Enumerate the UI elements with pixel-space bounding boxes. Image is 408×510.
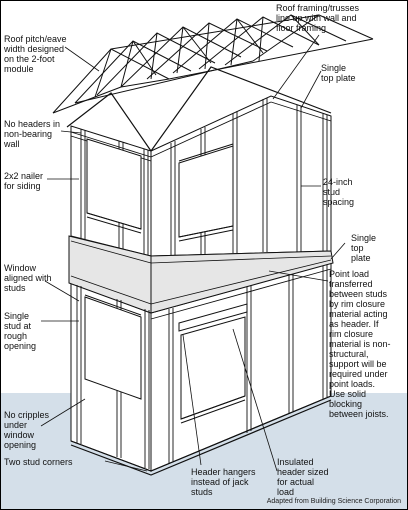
label-two-stud-corners: Two stud corners xyxy=(4,457,73,467)
credit-line: Adapted from Building Science Corporatio… xyxy=(266,498,401,505)
label-point-load: Point load transferred between studs by … xyxy=(329,269,391,419)
label-nailer: 2x2 nailer for siding xyxy=(4,171,44,191)
label-single-top-plate-lower: Single top plate xyxy=(351,233,377,263)
label-roof-framing: Roof framing/trusses line up with wall a… xyxy=(276,3,360,33)
label-stud-spacing: 24-inch stud spacing xyxy=(323,177,355,207)
upper-side-wall xyxy=(150,95,332,257)
label-window-aligned: Window aligned with studs xyxy=(4,263,52,293)
upper-side-studs xyxy=(150,98,332,255)
insulated-header xyxy=(178,303,248,332)
label-insulated-header: Insulated header sized for actual load xyxy=(277,457,329,497)
label-single-top-plate-upper: Single top plate xyxy=(321,63,356,83)
roof-trusses xyxy=(52,14,374,114)
gable-outline xyxy=(66,92,152,152)
leader-lines xyxy=(40,34,346,472)
label-no-headers: No headers in non-bearing wall xyxy=(4,119,61,149)
lower-front-window xyxy=(84,296,142,400)
base-plate xyxy=(70,395,332,472)
label-no-cripples: No cripples under window opening xyxy=(4,410,50,450)
lower-side-studs xyxy=(150,265,332,464)
label-roof-pitch: Roof pitch/eave width designed on the 2-… xyxy=(4,34,67,74)
label-header-hangers: Header hangers instead of jack studs xyxy=(191,467,256,497)
label-single-stud: Single stud at rough opening xyxy=(4,311,37,351)
